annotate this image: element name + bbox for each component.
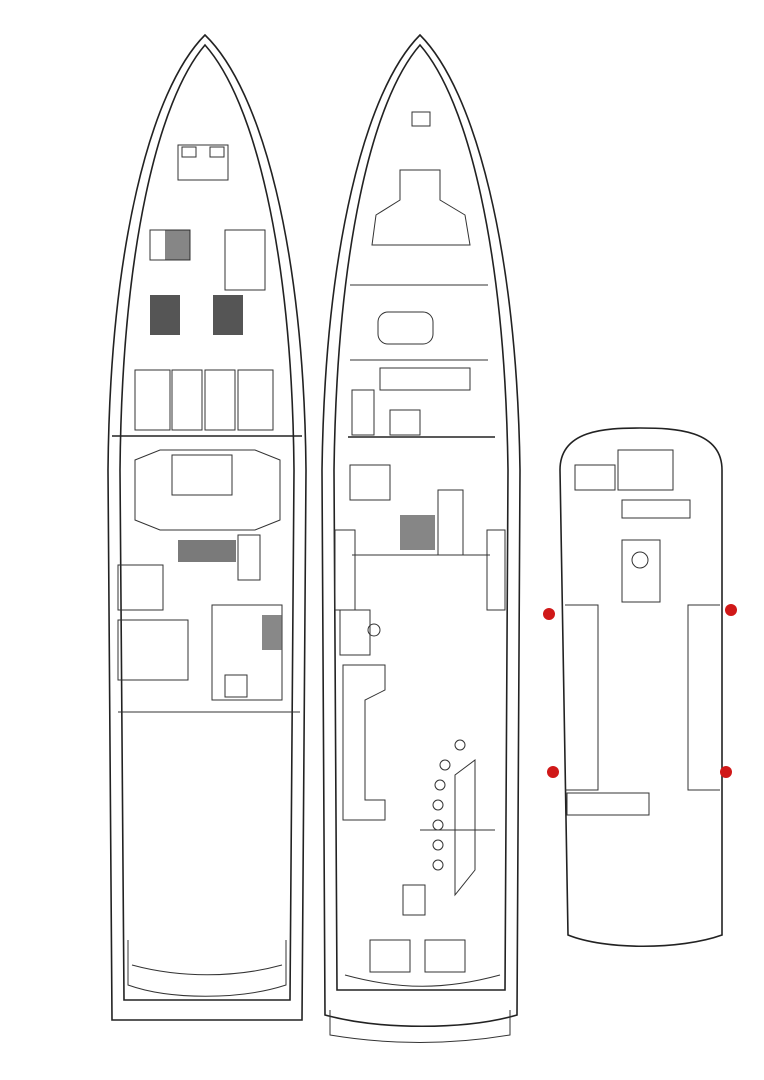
marker: [547, 766, 559, 778]
marker: [543, 608, 555, 620]
flybridge-deck: [543, 427, 737, 947]
marker: [720, 766, 732, 778]
marker: [725, 604, 737, 616]
lower-deck: [107, 33, 307, 1021]
main-deck: [321, 33, 521, 1043]
